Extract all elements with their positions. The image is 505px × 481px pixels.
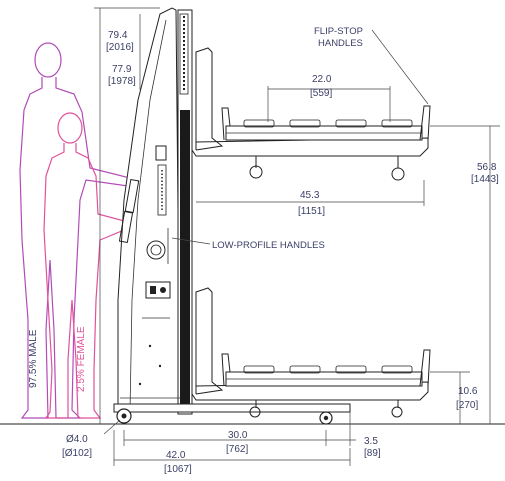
base-length-mm: [762] bbox=[226, 444, 248, 455]
outlet-plate bbox=[145, 281, 171, 299]
upper-height-mm: [1443] bbox=[471, 174, 499, 185]
low-profile-label: LOW-PROFILE HANDLES bbox=[212, 240, 325, 251]
overall-length-mm: [1067] bbox=[164, 464, 192, 475]
machine-column bbox=[117, 7, 193, 415]
wheel-diameter-mm: [Ø102] bbox=[62, 448, 92, 459]
control-panel bbox=[155, 145, 167, 161]
overall-height-inch: 79.4 bbox=[108, 30, 128, 41]
pendant-handle-upper bbox=[124, 178, 140, 214]
male-label: 97.5% MALE bbox=[28, 329, 39, 388]
column-height-inch: 77.9 bbox=[112, 64, 132, 75]
female-silhouette bbox=[43, 112, 129, 419]
overall-height-mm: [2016] bbox=[106, 42, 134, 53]
flip-stop-label-line2: HANDLES bbox=[318, 38, 363, 49]
base-frame bbox=[113, 397, 351, 425]
flip-stop-handle-front bbox=[221, 107, 231, 141]
wheel-offset-mm: [89] bbox=[364, 448, 381, 459]
flip-stop-label-line1: FLIP-STOP bbox=[314, 26, 363, 37]
overall-length-inch: 42.0 bbox=[166, 450, 186, 461]
base-length-inch: 30.0 bbox=[228, 430, 248, 441]
drive-chain bbox=[180, 110, 190, 410]
tray-width-inch: 22.0 bbox=[312, 74, 332, 85]
upper-tray bbox=[191, 47, 431, 181]
female-label: 2.5% FEMALE bbox=[76, 326, 87, 392]
tray-depth-mm: [1151] bbox=[298, 206, 325, 217]
column-height-mm: [1978] bbox=[108, 76, 136, 87]
lower-tray bbox=[191, 287, 431, 418]
tray-depth-inch: 45.3 bbox=[300, 190, 320, 201]
cable-coil bbox=[146, 240, 166, 260]
dimension-lines bbox=[94, 7, 500, 466]
wheel-diameter-inch: Ø4.0 bbox=[66, 434, 88, 445]
tray-width-mm: [559] bbox=[310, 88, 332, 99]
lower-height-inch: 10.6 bbox=[458, 386, 478, 397]
pendant-handle-lower bbox=[118, 210, 134, 244]
upper-height-inch: 56.8 bbox=[477, 162, 497, 173]
wheel-offset-inch: 3.5 bbox=[364, 436, 378, 447]
lower-height-mm: [270] bbox=[456, 400, 478, 411]
flip-stop-handle-rear bbox=[419, 105, 431, 141]
